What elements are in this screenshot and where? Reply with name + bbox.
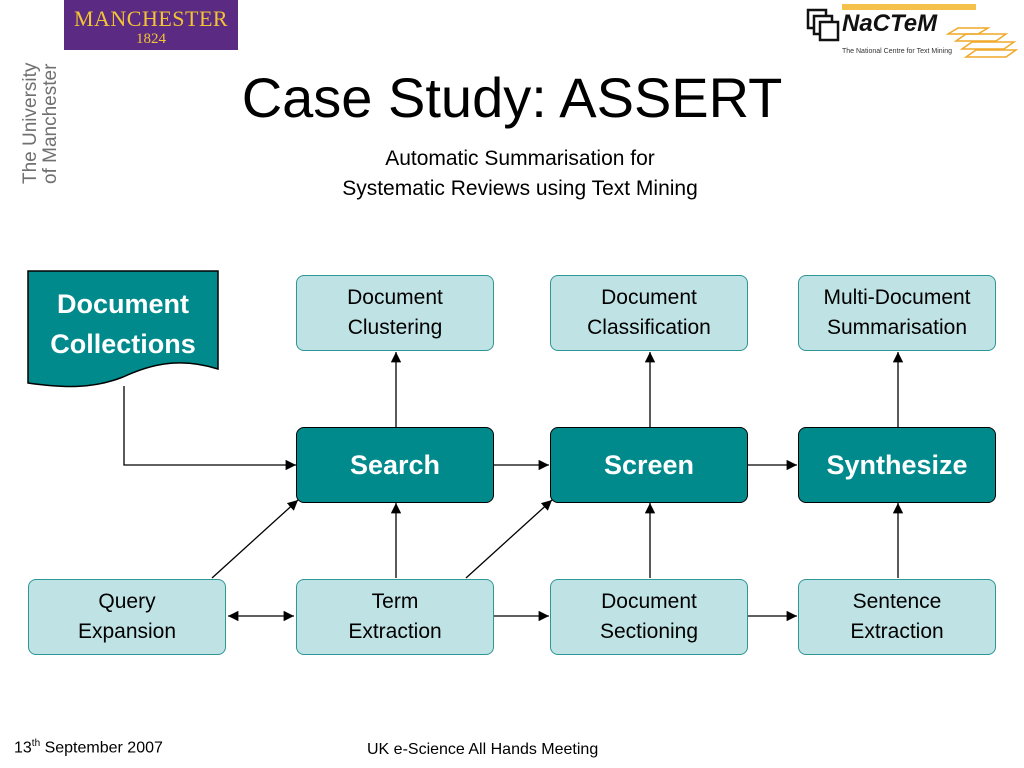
nactem-logo-graphic (806, 4, 1018, 58)
sentence-line-1: Sentence (852, 590, 942, 613)
footer-date-day: 13 (14, 739, 32, 757)
classification-line-2: Classification (587, 316, 711, 339)
footer-date-rest: September 2007 (40, 739, 163, 757)
screen-node: Screen (550, 427, 748, 503)
manchester-logo: MANCHESTER 1824 (64, 0, 238, 50)
clustering-line-2: Clustering (347, 316, 443, 339)
summarisation-line-2: Summarisation (826, 316, 968, 339)
clustering-line-1: Document (347, 286, 443, 309)
footer-date-suffix: th (31, 738, 41, 749)
slide-title: Case Study: ASSERT (241, 66, 783, 129)
synthesize-node: Synthesize (798, 427, 996, 503)
query-line-2: Expansion (77, 620, 177, 643)
term-line-2: Extraction (348, 620, 442, 643)
manchester-logo-word: MANCHESTER (73, 6, 229, 31)
manchester-logo-year: 1824 (136, 31, 166, 47)
subtitle-line-1: Automatic Summarisation for (385, 147, 655, 170)
search-node: Search (296, 427, 494, 503)
arrow-collections-to-search (123, 386, 296, 471)
nactem-tagline: The National Centre for Text Mining (842, 48, 952, 55)
collections-line-2: Collections (50, 329, 196, 359)
subtitle-line-2: Systematic Reviews using Text Mining (342, 177, 698, 200)
sectioning-line-2: Sectioning (599, 620, 699, 643)
sectioning-line-1: Document (601, 590, 697, 613)
query-line-1: Query (98, 590, 156, 613)
footer-event: UK e-Science All Hands Meeting (367, 741, 599, 758)
footer-date: 13th September 2007 (14, 738, 163, 757)
arrow-query-to-search (211, 499, 299, 579)
nactem-name: NaCTeM (842, 10, 938, 37)
document-shape (27, 270, 219, 388)
term-line-1: Term (371, 590, 419, 613)
nactem-logo: NaCTeM The National Centre for Text Mini… (806, 4, 1018, 62)
arrow-term-to-screen (465, 499, 553, 579)
summarisation-line-1: Multi-Document (823, 286, 971, 309)
document-collections-node: Document Collections (27, 270, 219, 388)
sentence-line-2: Extraction (850, 620, 944, 643)
classification-line-1: Document (601, 286, 697, 309)
collections-line-1: Document (56, 289, 189, 319)
slide-subtitle: Automatic Summarisation for Systematic R… (0, 144, 1024, 204)
